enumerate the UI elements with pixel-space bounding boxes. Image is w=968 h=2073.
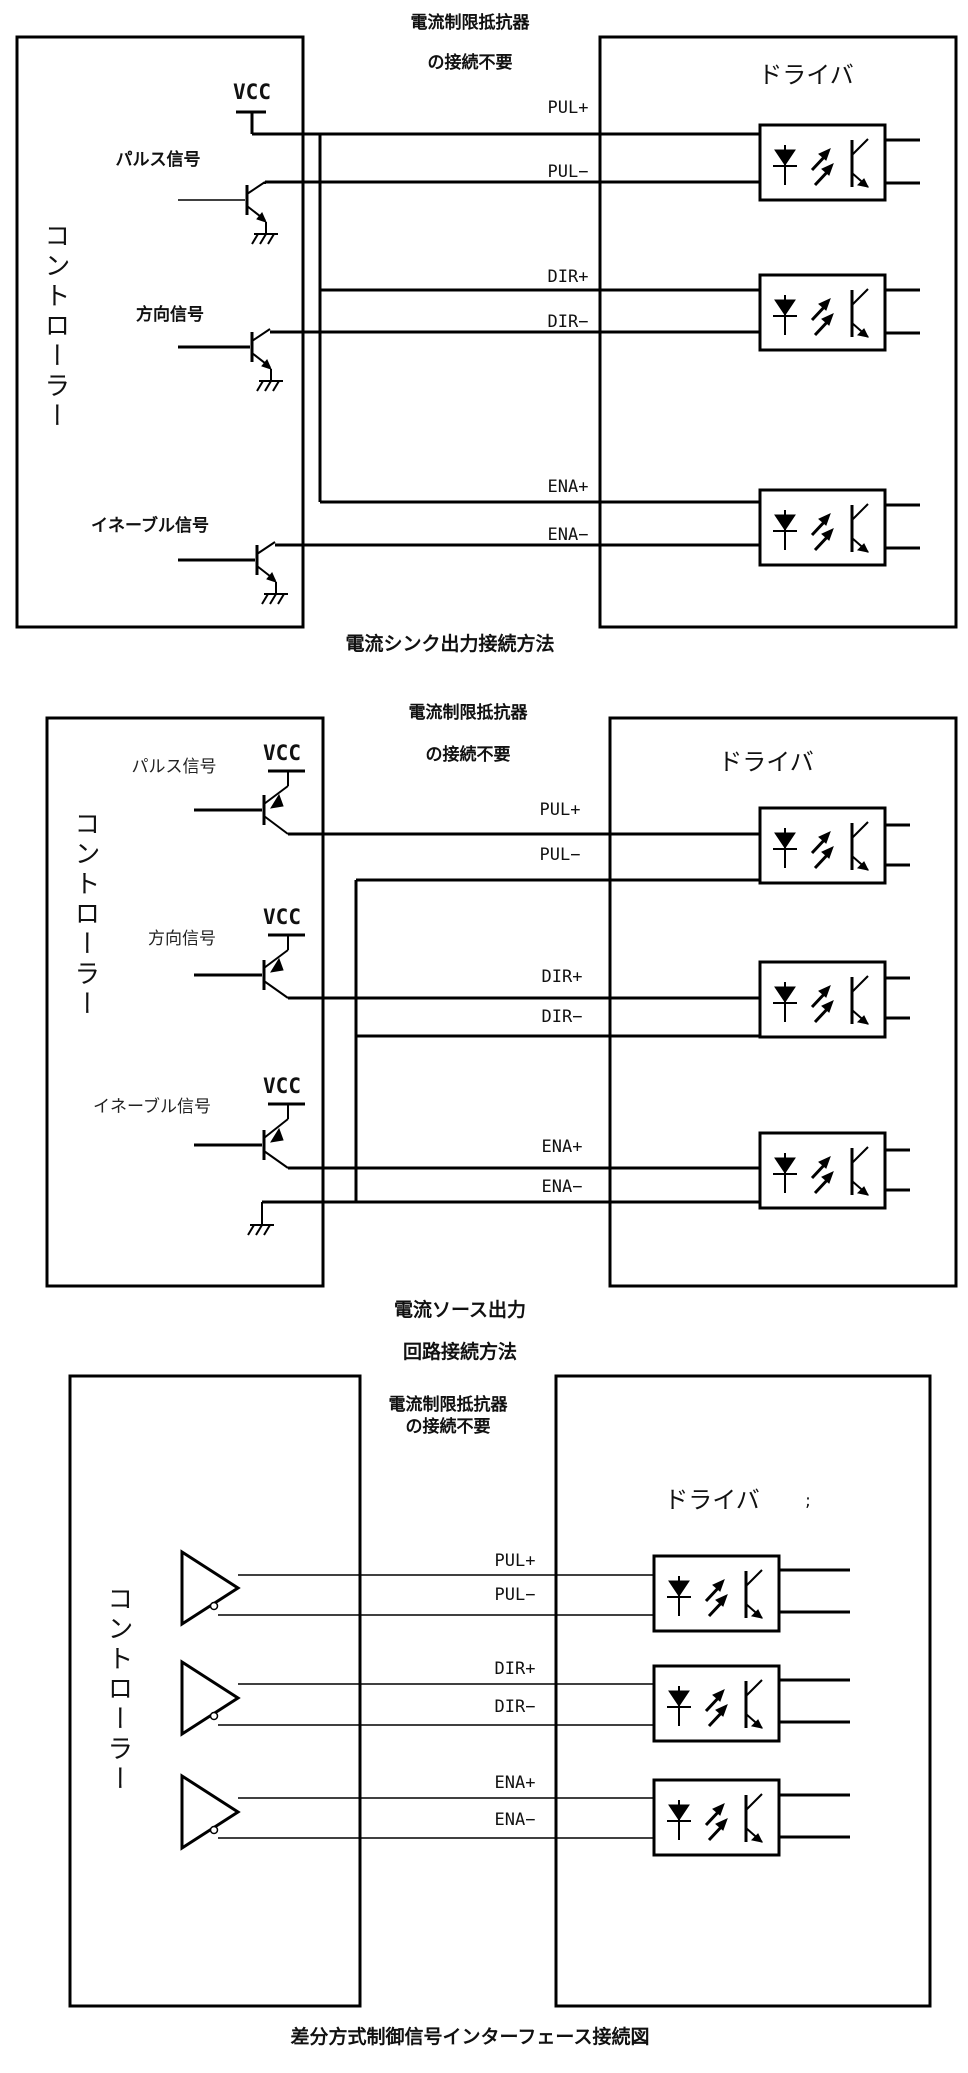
stray-mark: ; bbox=[805, 1491, 811, 1511]
diagram-differential: 電流制限抵抗器 の接続不要 コントローラー ドライバ ; PUL+ PUL− D… bbox=[68, 1374, 932, 2048]
ena-plus-label-2: ENA+ bbox=[542, 1137, 583, 1157]
ena-minus-label-1: ENA− bbox=[548, 525, 589, 545]
optocoupler-ena-3 bbox=[652, 1778, 781, 1857]
resistor-note-2b: の接続不要 bbox=[426, 744, 511, 765]
enable-signal-label-1: イネーブル信号 bbox=[91, 515, 209, 536]
ena-plus-label-3: ENA+ bbox=[495, 1773, 536, 1793]
caption-current-sink: 電流シンク出力接続方法 bbox=[345, 632, 554, 655]
dir-minus-label-2: DIR− bbox=[542, 1007, 583, 1027]
dir-minus-label-3: DIR− bbox=[495, 1697, 536, 1717]
driver-label-2: ドライバ bbox=[718, 748, 814, 776]
vcc-label-1: VCC bbox=[233, 80, 271, 104]
pulse-signal-label-2: パルス信号 bbox=[132, 757, 217, 777]
differential-driver-pul bbox=[180, 1550, 240, 1626]
resistor-note-1b: の接続不要 bbox=[428, 52, 513, 73]
dir-plus-label-3: DIR+ bbox=[495, 1659, 536, 1679]
vcc-label-2b: VCC bbox=[263, 905, 301, 929]
optocoupler-pul-1 bbox=[758, 123, 887, 202]
ena-minus-label-2: ENA− bbox=[542, 1177, 583, 1197]
optocoupler-pul-3 bbox=[652, 1554, 781, 1633]
resistor-note-3a: 電流制限抵抗器 bbox=[389, 1394, 509, 1415]
driver-label-1: ドライバ bbox=[758, 61, 854, 89]
ena-minus-label-3: ENA− bbox=[495, 1810, 536, 1830]
vcc-label-2a: VCC bbox=[263, 741, 301, 765]
caption-current-source-1: 電流ソース出力 bbox=[394, 1298, 526, 1321]
differential-driver-ena bbox=[180, 1774, 240, 1850]
optocoupler-ena-1 bbox=[758, 488, 887, 567]
enable-signal-label-2: イネーブル信号 bbox=[93, 1096, 211, 1117]
ena-plus-label-1: ENA+ bbox=[548, 477, 589, 497]
pul-minus-label-2: PUL− bbox=[540, 845, 581, 865]
pul-minus-label-3: PUL− bbox=[495, 1585, 536, 1605]
pul-plus-label-1: PUL+ bbox=[548, 98, 589, 118]
controller-box-3 bbox=[68, 1374, 362, 2008]
dir-minus-label-1: DIR− bbox=[548, 312, 589, 332]
driver-box-3 bbox=[554, 1374, 932, 2008]
optocoupler-dir-1 bbox=[758, 273, 887, 352]
diagram-current-sink: 電流制限抵抗器 の接続不要 コントローラー ドライバ VCC パルス信号 方向信… bbox=[15, 12, 958, 655]
pul-minus-label-1: PUL− bbox=[548, 162, 589, 182]
pul-plus-label-2: PUL+ bbox=[540, 800, 581, 820]
driver-label-3: ドライバ bbox=[664, 1486, 760, 1514]
optocoupler-ena-2 bbox=[758, 1131, 887, 1210]
differential-driver-dir bbox=[180, 1660, 240, 1736]
direction-signal-label-2: 方向信号 bbox=[148, 929, 216, 949]
caption-differential: 差分方式制御信号インターフェース接続図 bbox=[291, 2025, 650, 2048]
dir-plus-label-2: DIR+ bbox=[542, 967, 583, 987]
resistor-note-1a: 電流制限抵抗器 bbox=[411, 12, 531, 33]
optocoupler-pul-2 bbox=[758, 806, 887, 885]
direction-signal-label-1: 方向信号 bbox=[136, 304, 204, 325]
controller-label-2: コントローラー bbox=[70, 810, 100, 1020]
vcc-label-2c: VCC bbox=[263, 1074, 301, 1098]
caption-current-source-2: 回路接続方法 bbox=[403, 1340, 517, 1363]
resistor-note-2a: 電流制限抵抗器 bbox=[409, 702, 529, 723]
dir-plus-label-1: DIR+ bbox=[548, 267, 589, 287]
optocoupler-dir-3 bbox=[652, 1664, 781, 1743]
resistor-note-3b: の接続不要 bbox=[406, 1416, 491, 1437]
controller-label-3: コントローラー bbox=[103, 1585, 133, 1795]
controller-label-1: コントローラー bbox=[40, 222, 70, 432]
driver-box-2 bbox=[608, 716, 958, 1288]
diagram-current-source: 電流制限抵抗器 の接続不要 コントローラー ドライバ パルス信号 VCC 方向信… bbox=[45, 702, 958, 1363]
optocoupler-dir-2 bbox=[758, 960, 887, 1039]
pul-plus-label-3: PUL+ bbox=[495, 1551, 536, 1571]
pulse-signal-label-1: パルス信号 bbox=[116, 149, 201, 170]
controller-box-2 bbox=[45, 716, 325, 1288]
